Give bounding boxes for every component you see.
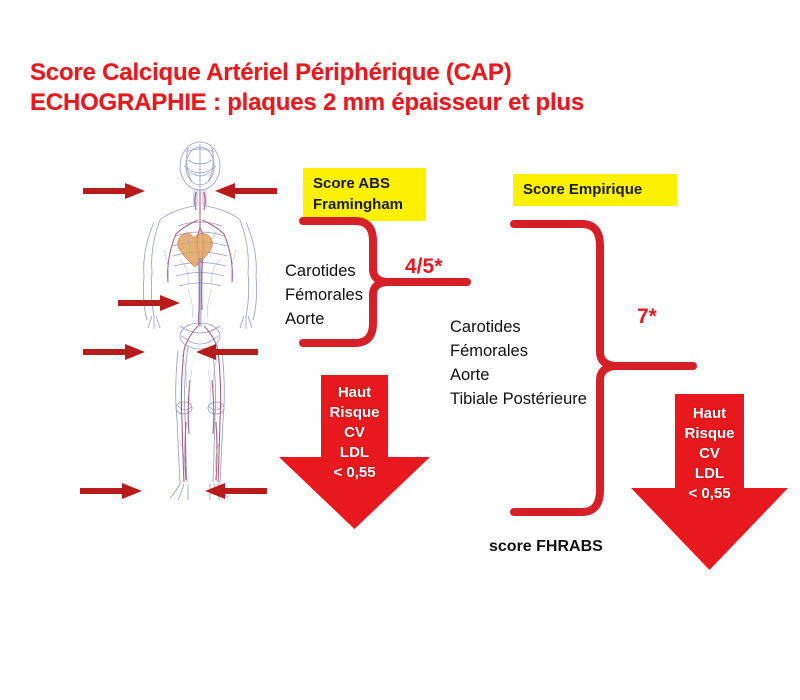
score-abs-brace xyxy=(297,215,472,350)
score-empirique-value: 7* xyxy=(637,305,657,328)
vessel-item: Carotides xyxy=(450,318,521,336)
pointer-arrow-aorta xyxy=(118,295,180,311)
score-empirique-vessel-list: Carotides Fémorales Aorte Tibiale Postér… xyxy=(450,315,587,411)
pointer-arrow-femoral-right xyxy=(196,344,258,360)
fhrabs-score-caption: score FHRABS xyxy=(489,538,603,555)
score-empirique-high-risk-arrow: Haut Risque CV LDL < 0,55 xyxy=(629,392,790,572)
vessel-item: Carotides xyxy=(285,262,356,280)
score-empirique-brace xyxy=(508,218,698,518)
score-abs-label-line2: Framingham xyxy=(313,196,404,213)
score-abs-label-line1: Score ABS xyxy=(313,175,390,192)
score-empirique-box: Score Empirique xyxy=(513,174,677,206)
score-empirique-label: Score Empirique xyxy=(523,181,643,198)
title-line-1: Score Calcique Artériel Périphérique (CA… xyxy=(30,59,512,86)
vessel-item: Aorte xyxy=(285,310,325,328)
score-abs-value: 4/5* xyxy=(405,255,443,278)
pointer-arrow-carotid-right xyxy=(215,183,277,199)
pointer-arrow-tibial-right xyxy=(205,483,267,499)
page-title: Score Calcique Artériel Périphérique (CA… xyxy=(30,58,770,118)
pointer-arrow-femoral-left xyxy=(83,344,145,360)
title-line-2: ECHOGRAPHIE : plaques 2 mm épaisseur et … xyxy=(30,89,585,116)
vessel-item: Tibiale Postérieure xyxy=(450,390,587,408)
score-abs-high-risk-arrow: Haut Risque CV LDL < 0,55 xyxy=(277,373,432,531)
score-abs-vessel-list: Carotides Fémorales Aorte xyxy=(285,259,363,331)
vessel-item: Aorte xyxy=(450,366,490,384)
pointer-arrow-carotid-left xyxy=(83,183,145,199)
score-abs-framingham-box: Score ABS Framingham xyxy=(303,168,426,221)
vessel-item: Fémorales xyxy=(285,286,363,304)
vascular-system-figure xyxy=(118,140,283,540)
vessel-item: Fémorales xyxy=(450,342,528,360)
pointer-arrow-tibial-left xyxy=(80,483,142,499)
